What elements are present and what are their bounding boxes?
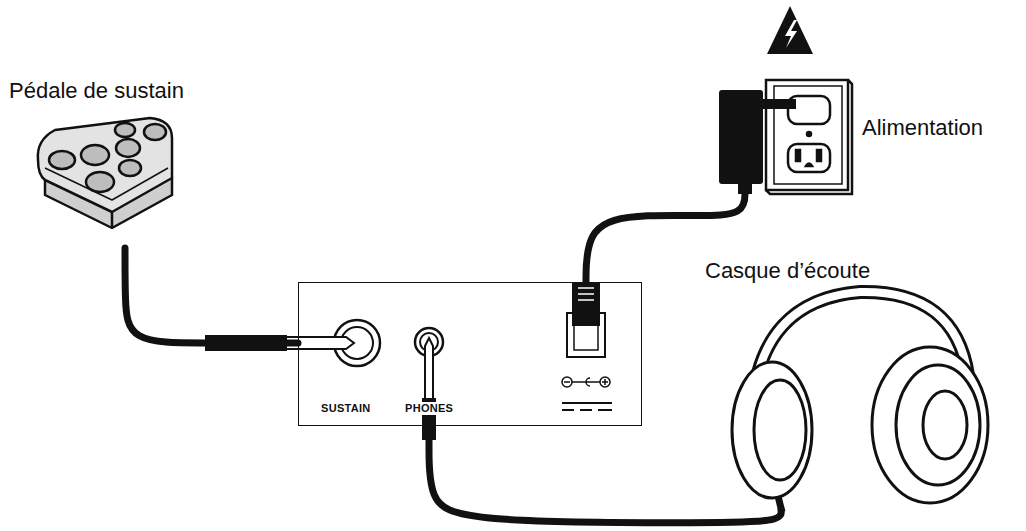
warning-symbol [767,6,813,54]
sustain-pedal [38,118,172,228]
panel-ground [298,282,642,426]
power-jack [567,282,605,357]
headphones-group: Casque d’écoute [700,258,1016,510]
sustain-pedal-group: Pédale de sustain [5,78,195,248]
headphones [732,292,988,512]
jack-label: SUSTAIN [319,402,373,415]
dc-symbol [562,403,612,410]
polarity-symbol [562,377,610,387]
jack-label: PHONES [403,402,455,415]
cable [429,426,781,523]
power-adapter [719,90,796,194]
power-group: Alimentation [710,5,1022,190]
wall-outlet [766,80,852,194]
connection-panel: SUSTAIN PHONES [298,282,642,426]
part-label: Pédale de sustain [9,78,184,103]
part-label: Alimentation [862,115,983,140]
part-label: Casque d’écoute [705,258,870,283]
cable [125,248,298,343]
